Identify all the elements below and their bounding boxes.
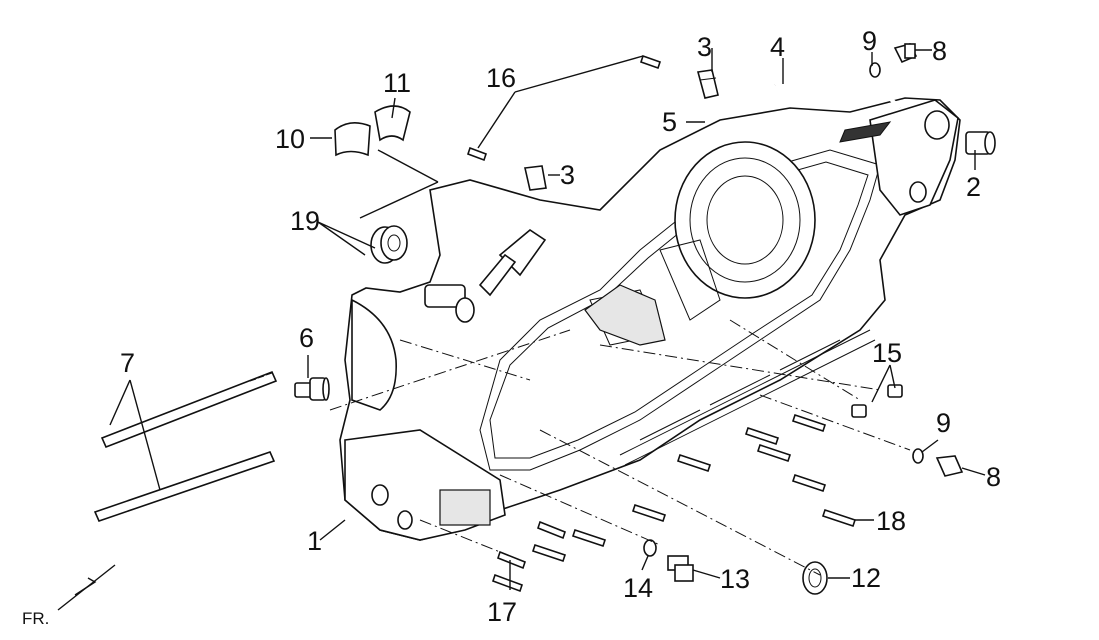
part-8-bolt-lower: [935, 455, 964, 477]
callout-5: 5: [662, 107, 677, 137]
part-3-clip-lower: [524, 165, 547, 191]
part-9-washer-upper: [869, 62, 881, 78]
callout-14: 14: [623, 573, 653, 603]
part-19-bearing: [370, 225, 408, 264]
callout-9-upper: 9: [862, 26, 877, 56]
part-13-drain-bolt: [667, 555, 694, 582]
front-direction-marker: FR.: [22, 564, 116, 628]
callout-7: 7: [120, 348, 135, 378]
callout-3-upper: 3: [697, 32, 712, 62]
callout-10: 10: [275, 124, 305, 154]
front-marker-label: FR.: [22, 609, 49, 628]
part-11-bearing-shell: [374, 105, 411, 142]
callout-3-lower: 3: [560, 160, 575, 190]
callout-16: 16: [486, 63, 516, 93]
part-4-hose: [774, 67, 902, 110]
callout-11: 11: [383, 68, 411, 98]
callout-12: 12: [851, 563, 881, 593]
part-10-bearing-shell: [334, 122, 371, 157]
part-16-bolt-upper: [639, 54, 662, 70]
callout-8-upper: 8: [932, 36, 947, 66]
callout-2: 2: [966, 172, 981, 202]
part-2-bushing: [965, 131, 996, 155]
callout-4: 4: [770, 32, 785, 62]
callout-6: 6: [299, 323, 314, 353]
part-9-washer-lower: [912, 448, 924, 464]
callout-19: 19: [290, 206, 320, 236]
part-3-clip-upper: [696, 69, 719, 99]
part-15-dowels: [851, 384, 903, 418]
callout-8-lower: 8: [986, 462, 1001, 492]
callout-1: 1: [307, 526, 322, 556]
part-16-bolt-lower: [466, 146, 488, 162]
part-12-oil-seal: [802, 561, 828, 595]
part-14-washer: [643, 539, 657, 557]
guide-lines: [329, 319, 911, 576]
callout-17: 17: [487, 597, 517, 627]
callout-13: 13: [720, 564, 750, 594]
part-8-bolt-upper: [893, 43, 918, 64]
bolt-group: [491, 413, 857, 593]
callout-9-lower: 9: [936, 408, 951, 438]
stud-bolt-upper: [100, 370, 278, 449]
callout-15: 15: [872, 338, 902, 368]
callout-labels: 1 2 3 3 4 5 6 7 8 8 9 9 10 11 12 13 14 1…: [120, 26, 1001, 627]
part-6-plug: [294, 377, 330, 401]
callout-18: 18: [876, 506, 906, 536]
leader-lines: [109, 48, 986, 590]
crankcase-body: [339, 97, 961, 541]
stud-bolt-lower: [93, 451, 276, 522]
